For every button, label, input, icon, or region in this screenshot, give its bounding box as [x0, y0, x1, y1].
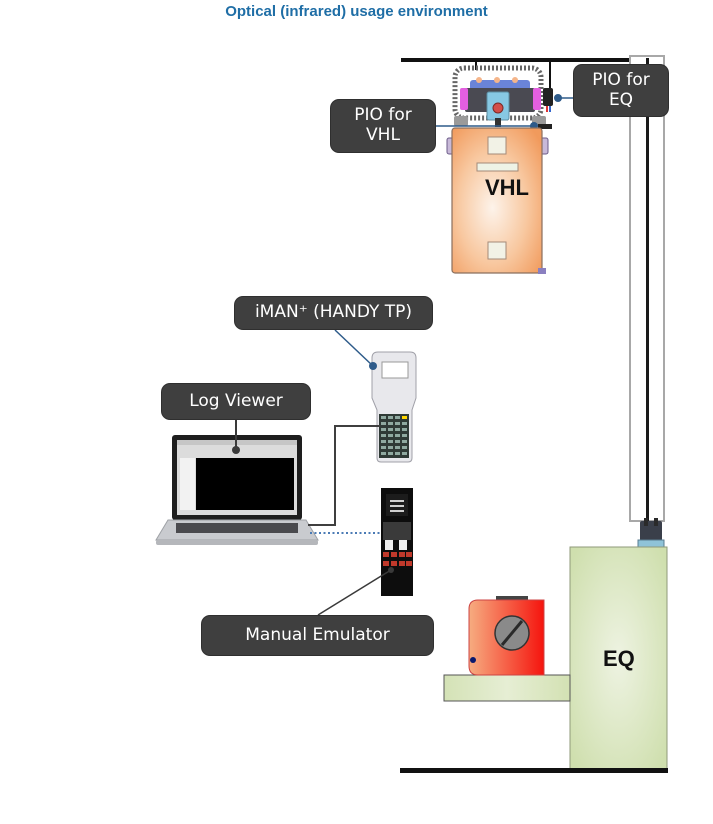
eq-label: EQ: [603, 646, 635, 671]
ceiling-rail: [401, 58, 655, 62]
eq-pio-sensor-icon: [637, 518, 665, 549]
pio-for-eq-text: PIO for EQ: [592, 69, 650, 110]
vhl-hoist-icon: [452, 62, 553, 129]
vhl-body: [446, 127, 549, 274]
log-viewer-text: Log Viewer: [189, 390, 283, 411]
manual-emulator-connector: [317, 567, 394, 616]
eq-shelf: [443, 674, 571, 702]
callout-pio-for-vhl: PIO for VHL: [331, 100, 435, 152]
eq-body: [569, 546, 668, 771]
manual-emulator-text: Manual Emulator: [245, 624, 390, 645]
callout-pio-for-eq: PIO for EQ: [574, 65, 668, 116]
handy-tp-text: iMAN⁺ (HANDY TP): [254, 302, 413, 323]
pio-eq-connector: [554, 94, 576, 102]
callout-manual-emulator: Manual Emulator: [202, 616, 433, 655]
laptop-icon: [155, 435, 319, 545]
log-viewer-connector: [232, 418, 240, 454]
load-port-icon: [468, 596, 545, 676]
callout-handy-tp: iMAN⁺ (HANDY TP): [235, 297, 432, 329]
vhl-label: VHL: [485, 175, 529, 200]
vertical-track: [629, 55, 665, 548]
handy-tp-connector: [334, 329, 377, 370]
callout-log-viewer: Log Viewer: [162, 384, 310, 419]
laptop-handy-tp-cable: [308, 425, 380, 526]
diagram-title: Optical (infrared) usage environment: [225, 3, 488, 20]
handy-tp-device-icon: [371, 351, 417, 463]
manual-emulator-device-icon: [381, 488, 413, 596]
floor-rail: [400, 768, 668, 773]
pio-for-vhl-text: PIO for VHL: [354, 105, 412, 145]
